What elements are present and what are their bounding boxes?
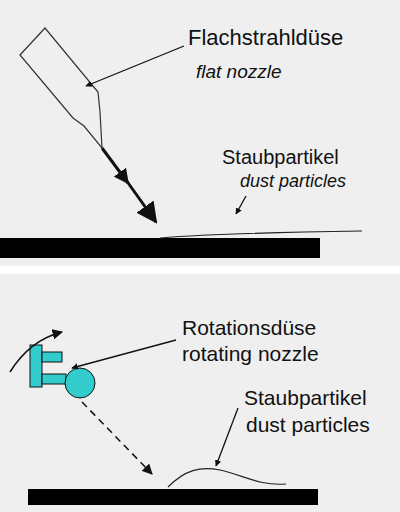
part-name-translation: dust particles (246, 413, 370, 436)
rotating-nozzle (30, 345, 95, 398)
flat-nozzle (20, 28, 102, 148)
rotation-arrow (10, 332, 62, 372)
part-name: Rotationsdüse (182, 316, 316, 339)
jet (126, 180, 156, 222)
surface-bar (28, 489, 318, 505)
leader-line (236, 196, 246, 214)
part-name: Staubpartikel (244, 386, 367, 409)
part-name: Staubpartikel (222, 146, 339, 168)
panel (0, 0, 400, 266)
part-name-translation: rotating nozzle (182, 342, 319, 365)
surface-bar (0, 238, 320, 258)
jet (102, 148, 128, 183)
part-name: Flachstrahldüse (188, 26, 343, 50)
panel (0, 274, 400, 512)
leader-line (72, 340, 176, 368)
leader-line (216, 408, 238, 466)
dust-particles (168, 469, 286, 487)
part-name-translation: dust particles (240, 172, 346, 192)
spray (82, 402, 152, 474)
leader-line (86, 46, 184, 86)
dust-particles (160, 231, 362, 238)
part-name-translation: flat nozzle (196, 62, 282, 83)
